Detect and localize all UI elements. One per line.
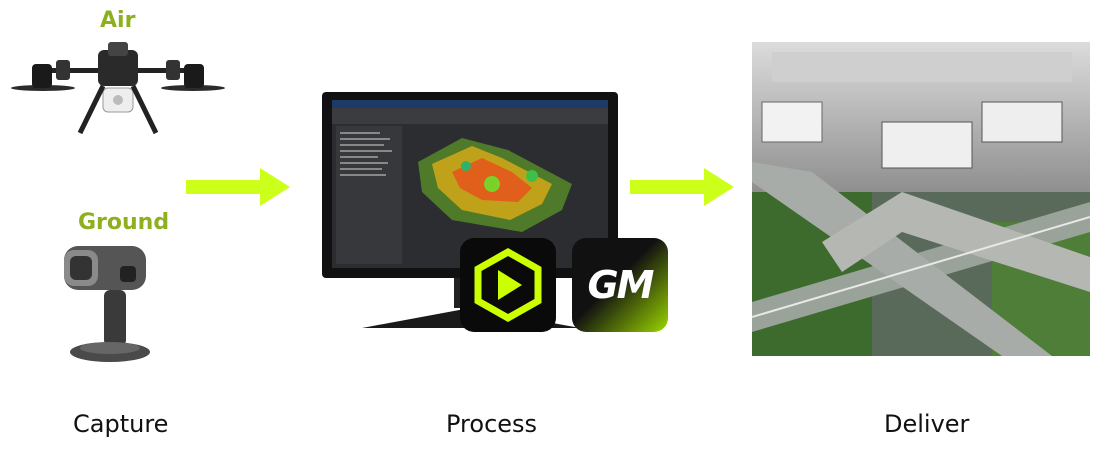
capture-title: Capture — [73, 410, 169, 438]
drone-image — [8, 38, 228, 138]
process-title: Process — [446, 410, 538, 438]
arrow-right-icon — [630, 166, 736, 208]
handheld-scanner-image — [60, 236, 160, 366]
gm-logo-text: GM — [587, 263, 654, 307]
arrow-right-icon — [186, 166, 292, 208]
software-logo-icon — [460, 238, 556, 332]
gm-logo-icon: GM — [572, 238, 668, 332]
deliver-title: Deliver — [884, 410, 970, 438]
air-label: Air — [100, 8, 136, 33]
deliverable-map-image — [752, 42, 1090, 356]
ground-label: Ground — [78, 210, 170, 235]
